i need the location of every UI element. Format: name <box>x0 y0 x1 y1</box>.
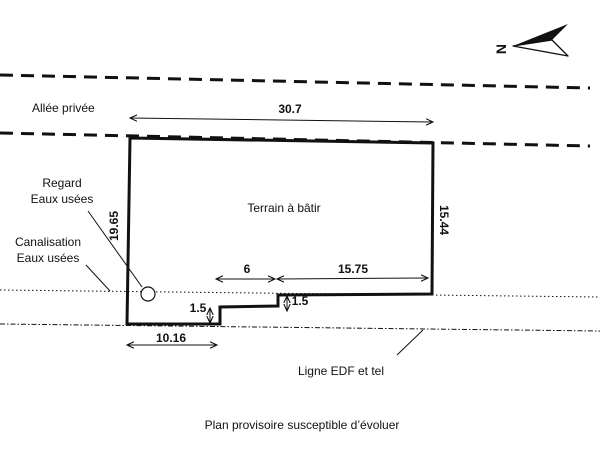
dim-step-left: 1.5 <box>190 301 207 315</box>
dim-inner-width: 15.75 <box>338 262 368 276</box>
private-lane-label: Allée privée <box>32 101 95 115</box>
dim-line-top <box>130 118 433 122</box>
pipe-leader <box>85 264 111 292</box>
edf-label: Ligne EDF et tel <box>298 364 384 378</box>
pipe-label-line1: Canalisation <box>15 235 81 249</box>
manhole-leader <box>87 210 143 288</box>
plot-boundary <box>125 136 435 326</box>
dim-step-right: 1.5 <box>292 294 309 308</box>
manhole-symbol <box>140 286 156 302</box>
north-arrow-icon <box>512 24 569 57</box>
manhole-label-line2: Eaux usées <box>31 192 94 206</box>
dim-line-inner <box>277 278 428 279</box>
dim-notch-width: 6 <box>244 262 251 276</box>
edf-tel-line <box>0 323 600 332</box>
dim-bottom-left: 10.16 <box>156 331 186 345</box>
private-lane-edge-top <box>0 73 591 90</box>
edf-leader <box>396 329 424 356</box>
plot-label: Terrain à bâtir <box>247 201 320 215</box>
dim-left-side: 19.65 <box>107 211 121 241</box>
manhole-label-line1: Regard <box>42 176 81 190</box>
dim-right-side: 15.44 <box>437 205 451 235</box>
dim-top-width: 30.7 <box>278 102 302 116</box>
north-letter: N <box>493 44 509 54</box>
pipe-label-line2: Eaux usées <box>17 251 80 265</box>
footer-note: Plan provisoire susceptible d’évoluer <box>205 418 400 432</box>
